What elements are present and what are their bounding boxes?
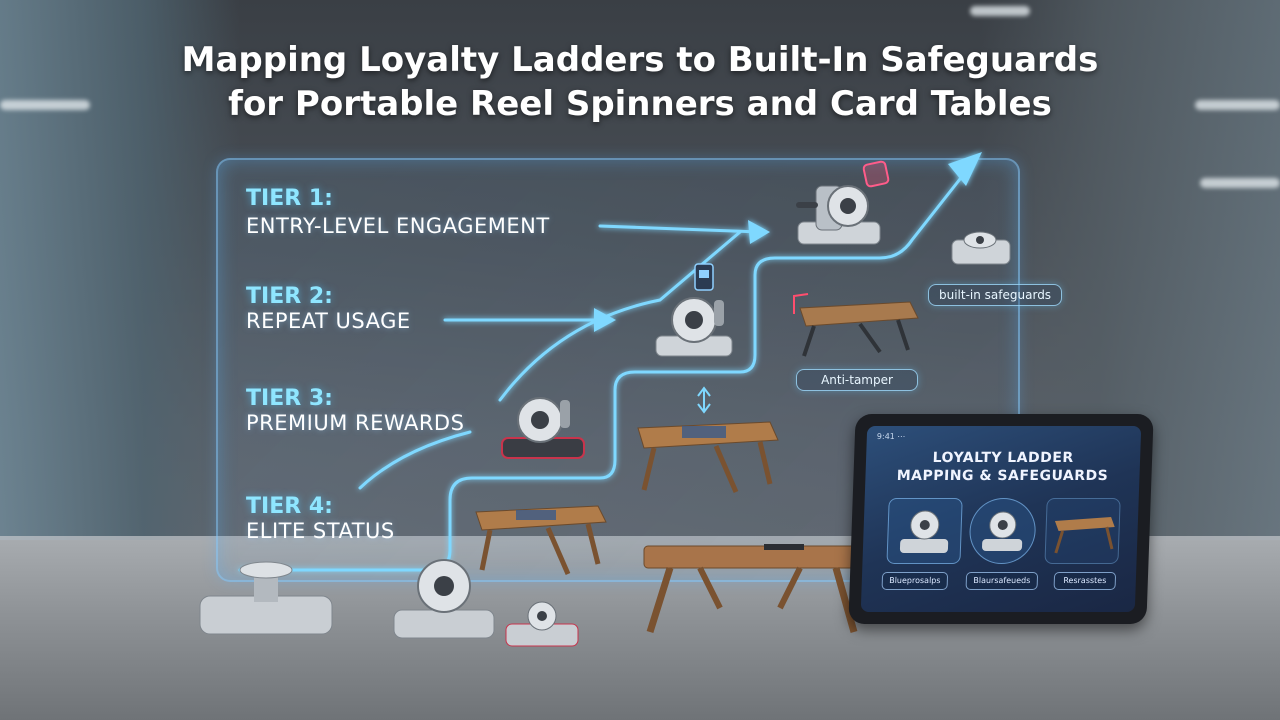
reel-spinner-desk-icon [393,559,495,639]
tablet-card-spinner[interactable] [886,498,963,564]
ascending-path [238,158,977,572]
tablet-card-table[interactable] [1044,498,1121,564]
anti-tamper-callout: Anti-tamper [796,369,918,391]
mini-spinner-desk-icon [505,601,579,647]
ceiling-light [970,6,1030,16]
ceiling-light [1195,100,1280,110]
reel-base-desk-icon [199,561,333,635]
builtin-safeguards-callout: built-in safeguards [928,284,1063,306]
tablet-card-spinner-highlight[interactable] [968,498,1037,564]
tier2-desc: REPEAT USAGE [246,309,411,333]
tablet-title-line1: LOYALTY LADDER [932,450,1074,466]
tablet-device: 9:41 ⋯ LOYALTY LADDER MAPPING & SAFEGUAR… [848,414,1154,624]
tablet-status-bar: 9:41 ⋯ [876,432,906,441]
reel-spinner-icon [982,511,1023,551]
reel-spinner-tier2-icon [655,297,733,357]
tablet-title-line2: MAPPING & SAFEGUARDS [896,468,1109,484]
adjust-arrow-icon [697,386,711,414]
tier4-label: TIER 4: [246,494,333,519]
safeguard-lock-icon [862,160,890,188]
tamper-seal-icon [793,293,809,314]
tablet-button-1[interactable]: Blueprosalps [881,572,949,590]
tier3-desc: PREMIUM REWARDS [246,411,465,435]
page-title-line1: Mapping Loyalty Ladders to Built-In Safe… [181,40,1099,80]
tablet-screen[interactable]: 9:41 ⋯ LOYALTY LADDER MAPPING & SAFEGUAR… [860,426,1142,612]
reel-spinner-tier3-icon [501,397,585,459]
arrow-head-main-icon [948,152,982,186]
arrow-head-tier2-icon [594,308,616,332]
card-table-icon [1054,517,1115,554]
curve-tier4-to-tier3 [358,430,472,490]
tier2-label: TIER 2: [246,284,333,309]
tier4-desc: ELITE STATUS [246,519,395,543]
reel-base-icon [951,231,1011,265]
tablet-button-2[interactable]: Blaursafeueds [965,572,1039,590]
reel-spinner-tier1-icon [796,185,881,245]
curve-tier3-to-tier2 [498,230,742,402]
card-table-desk-icon [643,544,861,634]
tier3-label: TIER 3: [246,386,333,411]
reel-spinner-icon [899,510,949,553]
tier1-label: TIER 1: [246,186,333,211]
card-reader-icon [694,263,714,291]
page-title-line2: for Portable Reel Spinners and Card Tabl… [228,84,1052,124]
tier1-desc: ENTRY-LEVEL ENGAGEMENT [246,214,550,238]
tablet-button-3[interactable]: Resrasstes [1053,572,1117,590]
desk-edge [0,536,1280,542]
arrow-head-tier1-icon [748,220,770,244]
ceiling-light [1200,178,1280,188]
card-table-tier2-icon [637,421,779,493]
card-table-tier3-icon [475,505,607,575]
ceiling-light [0,100,90,110]
tier1-arrow-line [598,224,762,234]
card-table-tier1-icon [799,301,919,357]
